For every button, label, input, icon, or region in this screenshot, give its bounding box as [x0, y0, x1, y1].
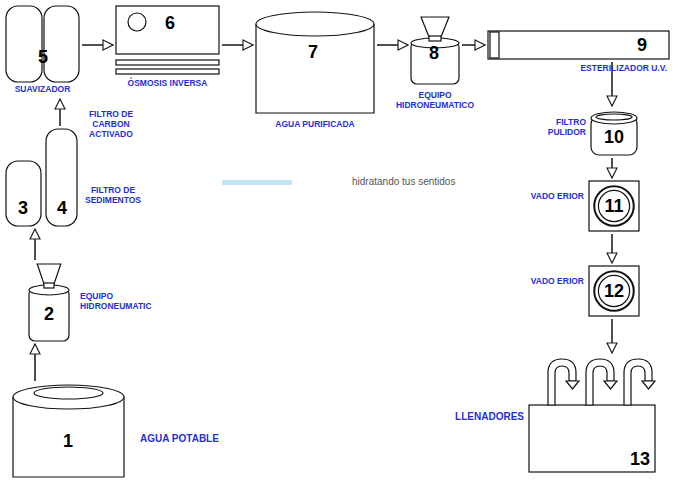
equipment-fill: 13LLENADORES: [528, 355, 656, 473]
equipment-label: EQUIPO HIDRONEUMATIC: [80, 292, 162, 312]
equipment-label: AGUA PURIFICADA: [265, 120, 365, 130]
callout-number: 1: [63, 432, 73, 450]
equipment-capsule: 4: [45, 128, 78, 227]
callout-number: 3: [18, 199, 28, 217]
equipment-uv: 9ESTERILIZADOR U.V.: [487, 30, 670, 60]
callout-number: 13: [630, 450, 650, 468]
callout-number: 7: [308, 43, 318, 61]
equipment-outline: [28, 262, 70, 342]
equipment-twin: 5SUAVIZADOR: [5, 5, 80, 97]
equipment-label: LLENADORES: [436, 411, 524, 423]
flow-arrow: [82, 44, 113, 46]
callout-number: 8: [429, 44, 439, 62]
flow-arrow: [611, 319, 613, 353]
callout-number: 10: [604, 128, 624, 146]
callout-number: 9: [637, 36, 647, 54]
callout-number: 12: [604, 282, 624, 300]
equipment-tank: 1AGUA POTABLE: [12, 383, 125, 478]
flow-arrow: [611, 158, 613, 178]
logo-bar: [222, 180, 292, 185]
equipment-cyl: 10FILTRO PULIDOR: [590, 108, 638, 156]
equipment-label: SUAVIZADOR: [0, 85, 85, 95]
callout-number: 5: [38, 48, 48, 66]
flow-arrow: [611, 234, 613, 263]
flow-arrow: [34, 344, 36, 381]
equipment-label: ÓSMOSIS INVERSA: [115, 79, 220, 89]
slogan: hidratando tus sentidos: [352, 176, 492, 188]
equipment-label: VADO ERIOR: [530, 192, 584, 202]
flow-arrow: [34, 229, 36, 260]
filter-label: FILTRO DE CARBON ACTIVADO: [80, 110, 142, 139]
equipment-label: AGUA POTABLE: [140, 433, 260, 445]
flow-arrow: [462, 44, 485, 46]
equipment-pump: 2EQUIPO HIDRONEUMATIC: [28, 262, 70, 342]
equipment-sq: 12VADO ERIOR: [588, 265, 640, 317]
flow-arrow: [377, 44, 408, 46]
equipment-label: VADO ERIOR: [530, 277, 584, 287]
equipment-label: ESTERILIZADOR U.V.: [557, 64, 667, 74]
equipment-capsule: 3: [5, 160, 42, 227]
callout-number: 11: [604, 197, 623, 215]
equipment-label: FILTRO PULIDOR: [534, 118, 586, 138]
flow-arrow: [222, 44, 253, 46]
equipment-ro: 6ÓSMOSIS INVERSA: [115, 5, 220, 101]
equipment-outline: [12, 383, 125, 478]
equipment-sq: 11VADO ERIOR: [588, 180, 640, 232]
equipment-tank7: 7AGUA PURIFICADA: [255, 10, 375, 142]
flow-arrow: [59, 99, 61, 126]
callout-number: 4: [57, 199, 67, 217]
callout-number: 2: [44, 305, 54, 323]
filter-label: FILTRO DE SEDIMENTOS: [80, 186, 146, 206]
equipment-label: EQUIPO HIDRONEUMATICO: [388, 91, 482, 111]
callout-number: 6: [165, 14, 175, 32]
equipment-pump: 8EQUIPO HIDRONEUMATICO: [410, 15, 460, 85]
